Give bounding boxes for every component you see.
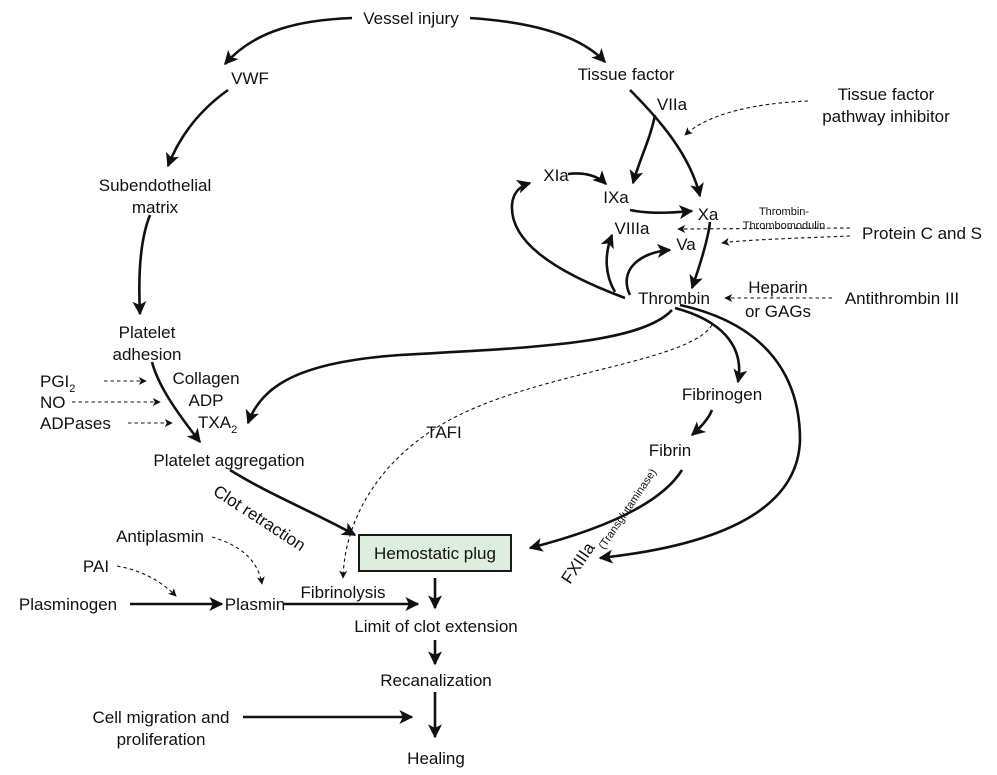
- arrow-thrombin-to-viiia: [600, 233, 617, 293]
- label-tafi: TAFI: [426, 423, 462, 442]
- label-transglutaminase: (Transglutaminase): [597, 467, 660, 552]
- label-xa: Xa: [698, 205, 719, 224]
- arrow-thrombin-to-fxiiia: [598, 303, 802, 564]
- arrow-thrombin-to-va: [625, 243, 672, 296]
- label-antiplasmin: Antiplasmin: [116, 527, 204, 546]
- label-platelet-line2: adhesion: [112, 345, 181, 364]
- arrow-ixa-to-xa: [629, 205, 694, 220]
- arrow-tafi-to-fibrinolysis: [339, 324, 713, 579]
- arrow-xia-to-ixa: [567, 170, 607, 185]
- arrow-tf-to-xa: [629, 89, 704, 198]
- arrow-pai-to-plasmin: [116, 565, 177, 597]
- solid-arrows: [130, 16, 802, 739]
- label-platelet-line1: Platelet: [119, 323, 176, 342]
- arrow-fibrinogen-to-fibrin: [690, 409, 714, 436]
- dashed-arrows: [72, 100, 851, 597]
- label-fibrin: Fibrin: [649, 441, 692, 460]
- label-subendothelial-line2: matrix: [132, 198, 179, 217]
- label-xia: XIa: [543, 166, 569, 185]
- label-txa2-base: TXA: [198, 413, 232, 432]
- arrow-antiplasmin-to-plasmin: [211, 536, 265, 585]
- arrow-fibrin-to-plug: [528, 469, 684, 552]
- hemostatic-plug-rect: [358, 534, 512, 572]
- label-fibrinogen: Fibrinogen: [682, 385, 762, 404]
- label-vwf: VWF: [231, 69, 269, 88]
- label-thrombomodulin-line2: Thrombomodulin: [743, 220, 826, 232]
- label-viia: VIIa: [657, 95, 688, 114]
- label-vessel-injury: Vessel injury: [363, 9, 459, 28]
- label-adp: ADP: [189, 391, 224, 410]
- label-txa2: TXA2: [198, 413, 237, 436]
- label-collagen: Collagen: [172, 369, 239, 388]
- label-healing: Healing: [407, 749, 465, 768]
- label-tfpi-line2: pathway inhibitor: [822, 107, 950, 126]
- label-heparin-line2: or GAGs: [745, 302, 811, 321]
- label-antithrombin: Antithrombin III: [845, 289, 959, 308]
- label-platelet-aggregation: Platelet aggregation: [153, 451, 304, 470]
- arrow-protein-cs-to-viiia: [677, 224, 851, 233]
- label-clot-retraction: Clot retraction: [210, 481, 309, 555]
- arrow-injury-to-tissue-factor: [469, 16, 606, 64]
- label-adpases: ADPases: [40, 414, 111, 433]
- arrow-vwf-to-subendothelial: [166, 88, 229, 168]
- label-txa2-sub: 2: [231, 424, 237, 436]
- arrow-platelet-to-aggregation: [150, 361, 202, 444]
- label-ixa: IXa: [603, 188, 629, 207]
- label-tfpi-line1: Tissue factor: [838, 85, 935, 104]
- arrow-aggregation-to-plug: [229, 468, 357, 537]
- label-va: Va: [676, 235, 696, 254]
- label-limit-clot-extension: Limit of clot extension: [354, 617, 517, 636]
- label-fibrinolysis: Fibrinolysis: [300, 583, 385, 602]
- label-pgi2-sub: 2: [69, 383, 75, 395]
- label-fxiiia: FXIIIa: [558, 539, 599, 588]
- label-cell-migration-line1: Cell migration and: [92, 708, 229, 727]
- label-tissue-factor: Tissue factor: [578, 65, 675, 84]
- label-thrombomodulin-line1: Thrombin-: [759, 206, 809, 218]
- arrow-xa-to-thrombin: [689, 221, 712, 290]
- arrow-tf-to-ixa: [629, 114, 657, 185]
- arrow-thrombin-to-aggregation: [245, 309, 673, 425]
- label-pgi2-base: PGI: [40, 372, 69, 391]
- label-subendothelial-line1: Subendothelial: [99, 176, 211, 195]
- label-plasmin: Plasmin: [225, 595, 285, 614]
- label-pgi2: PGI2: [40, 372, 75, 395]
- arrow-injury-to-vwf: [224, 16, 353, 66]
- label-recanalization: Recanalization: [380, 671, 492, 690]
- label-cell-migration-line2: proliferation: [117, 730, 206, 749]
- label-thrombin: Thrombin: [638, 289, 710, 308]
- arrow-tfpi-inhibits: [684, 100, 809, 136]
- node-labels: Vessel injury VWF Tissue factor VIIa Tis…: [19, 9, 982, 768]
- label-heparin-line1: Heparin: [748, 278, 808, 297]
- arrow-thrombin-to-fibrinogen: [674, 306, 748, 384]
- hemostatic-plug-label: Hemostatic plug: [374, 544, 496, 563]
- label-pai: PAI: [83, 557, 109, 576]
- arrow-subendothelial-to-platelet: [132, 214, 152, 316]
- label-no: NO: [40, 393, 66, 412]
- hemostatic-plug-box: Hemostatic plug: [358, 534, 512, 572]
- label-protein-c-s: Protein C and S: [862, 224, 982, 243]
- arrow-protein-cs-to-va: [721, 235, 851, 246]
- label-viiia: VIIIa: [615, 219, 651, 238]
- label-plasminogen: Plasminogen: [19, 595, 117, 614]
- arrow-thrombin-to-xia: [510, 179, 626, 300]
